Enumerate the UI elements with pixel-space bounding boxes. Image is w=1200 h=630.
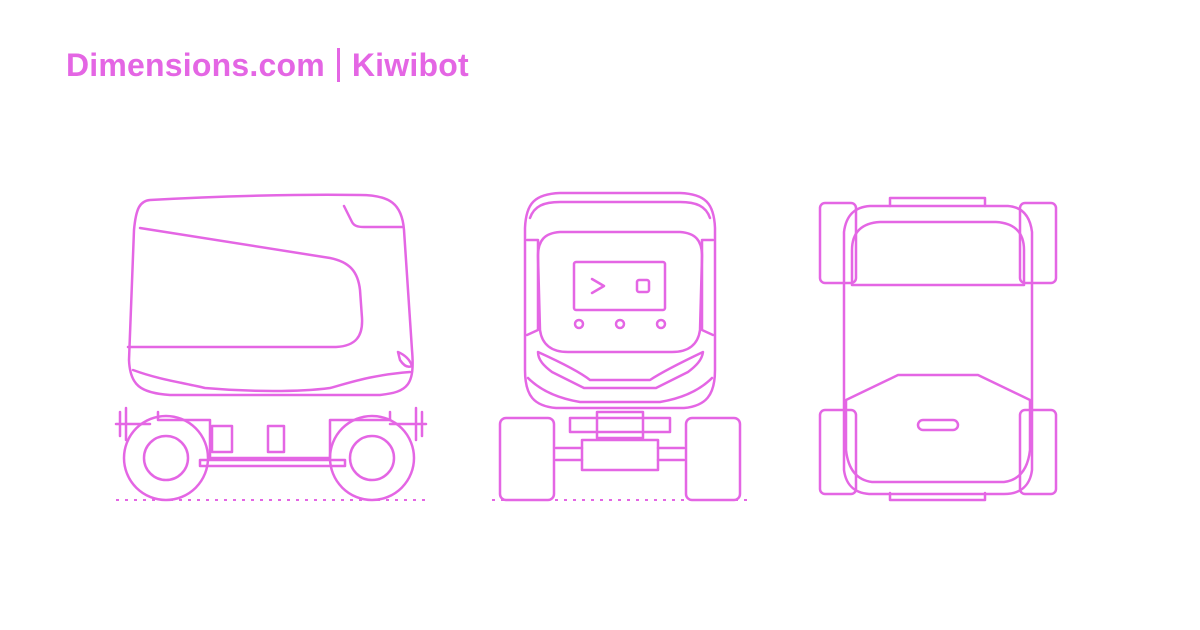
side-front-hub — [348, 434, 396, 482]
side-chassis-motor — [210, 424, 286, 454]
front-right-relief — [700, 238, 715, 337]
front-right-wheel — [684, 416, 742, 502]
side-chassis — [156, 410, 392, 460]
front-button-right — [655, 318, 667, 330]
front-screen-square-icon — [635, 278, 651, 294]
front-lower-skirt — [526, 376, 714, 404]
front-screen — [572, 260, 667, 312]
side-panel — [126, 226, 364, 349]
front-face-panel — [536, 230, 704, 354]
top-rear-right-wheel — [1018, 408, 1058, 496]
front-axle — [554, 446, 686, 462]
top-rear-tab — [888, 491, 987, 502]
title-separator — [336, 48, 340, 82]
front-left-wheel — [498, 416, 556, 502]
front-headlight — [536, 350, 705, 390]
front-chassis — [568, 416, 672, 434]
top-front-tab — [888, 196, 987, 208]
side-rear-bumper — [114, 406, 152, 442]
front-top-lip — [528, 200, 712, 220]
top-front-right-wheel — [1018, 201, 1058, 285]
front-button-left — [573, 318, 585, 330]
side-body-shell — [127, 193, 414, 397]
side-front-wheel — [328, 414, 416, 502]
top-rear-panel — [844, 373, 1032, 484]
top-view — [818, 196, 1058, 502]
front-view — [492, 191, 750, 502]
side-rear-wheel — [122, 414, 210, 502]
page-title: Dimensions.com Kiwibot — [66, 48, 469, 82]
side-view — [114, 193, 430, 502]
top-front-left-wheel — [818, 201, 858, 285]
subject-name: Kiwibot — [351, 47, 469, 83]
top-lid — [850, 220, 1026, 287]
side-lower-skirt — [131, 368, 412, 393]
side-front-cap — [342, 204, 404, 229]
top-body-shell — [842, 204, 1034, 496]
side-chassis-lower — [198, 458, 347, 468]
brand-name: Dimensions.com — [66, 47, 325, 83]
front-button-middle — [614, 318, 626, 330]
side-front-light — [396, 350, 414, 368]
front-screen-arrow-icon — [590, 277, 606, 295]
front-body-shell — [523, 191, 717, 410]
top-handle — [916, 418, 960, 432]
top-rear-left-wheel — [818, 408, 858, 496]
front-left-relief — [525, 238, 540, 337]
front-chassis-center — [580, 410, 660, 472]
side-rear-hub — [142, 434, 190, 482]
